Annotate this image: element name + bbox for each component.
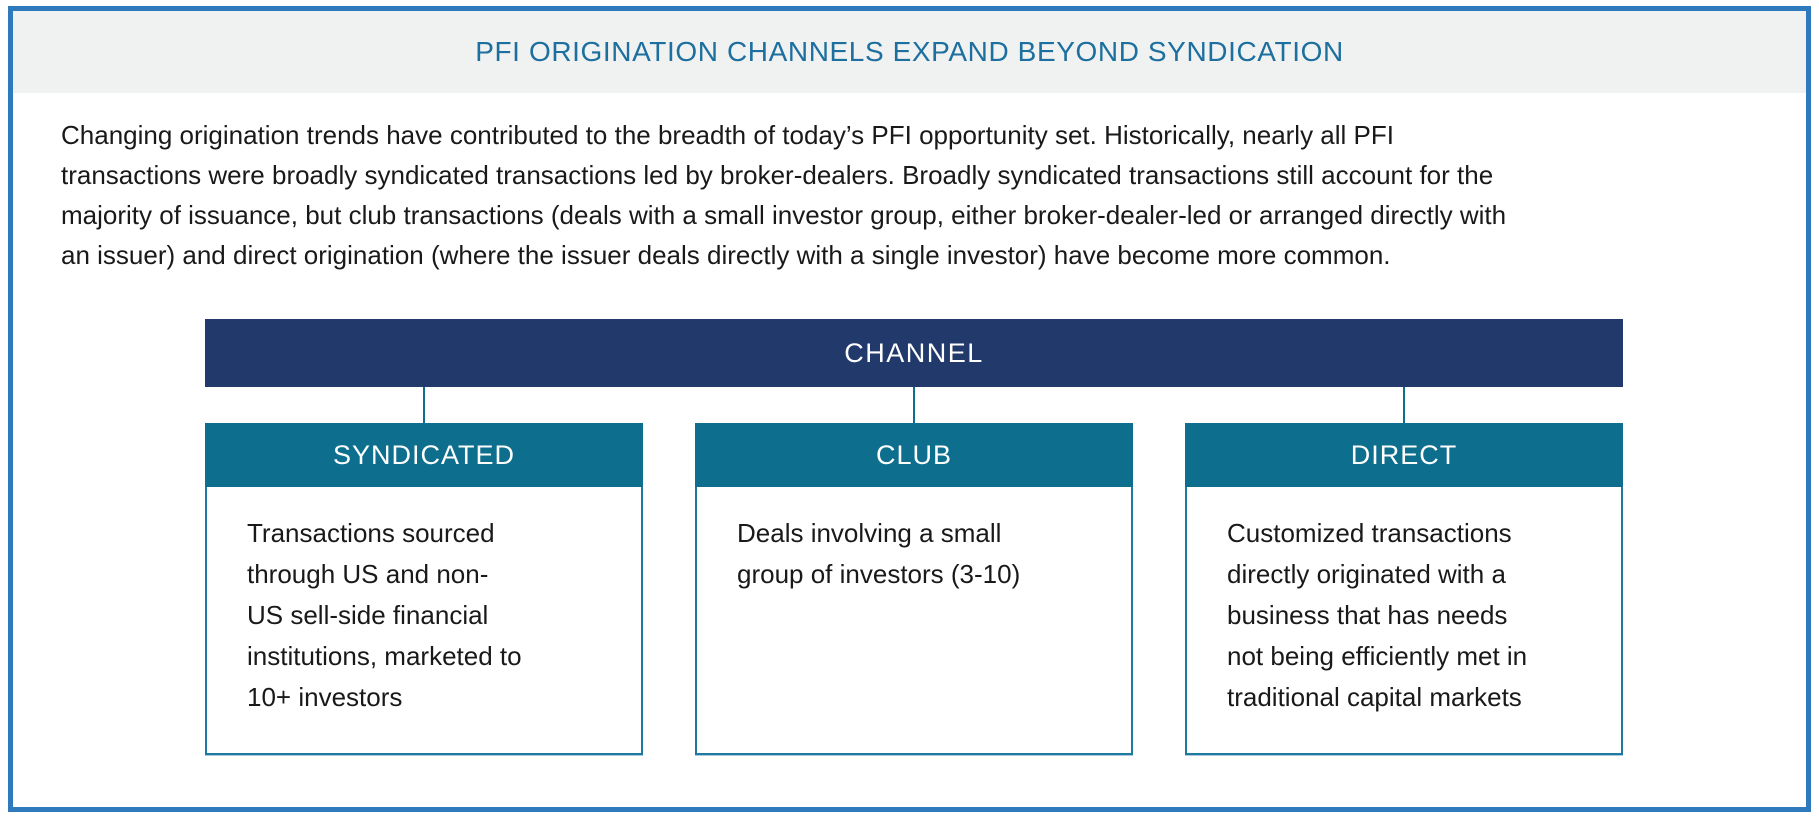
title-band: PFI ORIGINATION CHANNELS EXPAND BEYOND S… [13, 11, 1806, 93]
channel-card-club: CLUB Deals involving a small group of in… [695, 387, 1133, 755]
channel-diagram: CHANNEL SYNDICATED Transactions sourced … [205, 319, 1623, 755]
connector-line-direct [1403, 387, 1405, 423]
intro-paragraph: Changing origination trends have contrib… [61, 120, 1507, 270]
channel-card-description-club: Deals involving a small group of investo… [695, 487, 1133, 755]
channel-card-description-direct: Customized transactions directly origina… [1185, 487, 1623, 755]
figure-title: PFI ORIGINATION CHANNELS EXPAND BEYOND S… [475, 36, 1344, 67]
channel-card-header-club: CLUB [695, 423, 1133, 487]
connector-line-club [913, 387, 915, 423]
figure-frame: PFI ORIGINATION CHANNELS EXPAND BEYOND S… [8, 6, 1811, 812]
channel-card-description-syndicated: Transactions sourced through US and non-… [205, 487, 643, 755]
channel-columns: SYNDICATED Transactions sourced through … [205, 387, 1623, 755]
channel-card-header-syndicated: SYNDICATED [205, 423, 643, 487]
channel-card-direct: DIRECT Customized transactions directly … [1185, 387, 1623, 755]
channel-card-header-direct: DIRECT [1185, 423, 1623, 487]
channel-card-syndicated: SYNDICATED Transactions sourced through … [205, 387, 643, 755]
connector-line-syndicated [423, 387, 425, 423]
channel-root-bar: CHANNEL [205, 319, 1623, 387]
